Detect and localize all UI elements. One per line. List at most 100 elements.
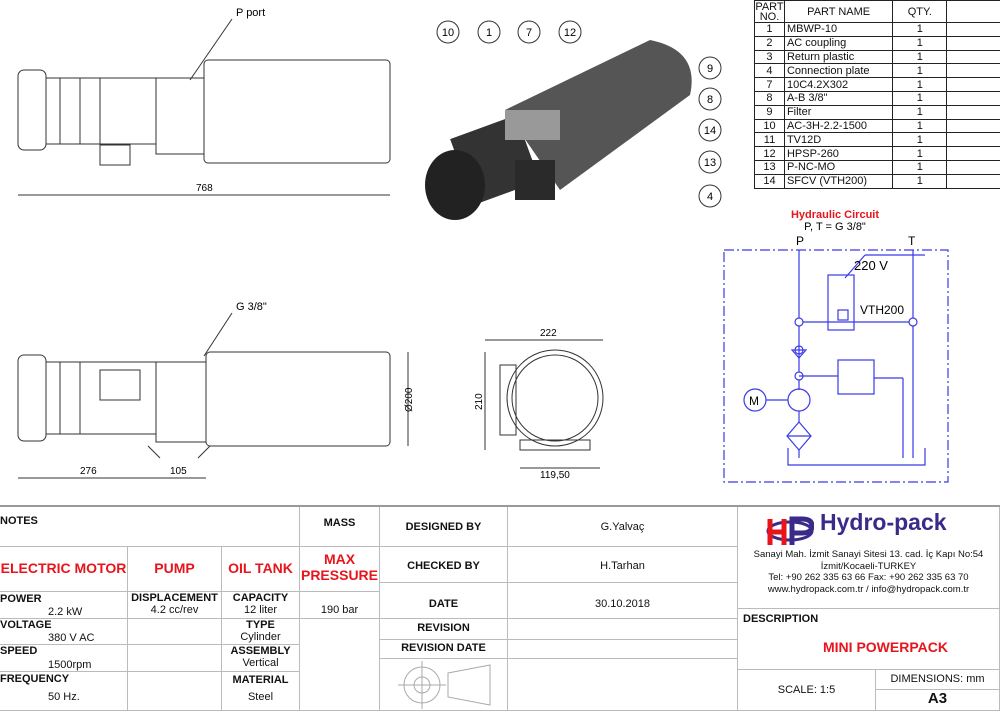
notes-label: NOTES — [0, 515, 38, 527]
material-value: Steel — [222, 689, 299, 706]
circuit-voltage: 220 V — [854, 258, 888, 273]
revision-label: REVISION — [380, 619, 508, 640]
circuit-title: Hydraulic Circuit — [791, 209, 879, 221]
company-address-1: Sanayi Mah. İzmit Sanayi Sitesi 13. cad.… — [738, 549, 999, 561]
scale-value: SCALE: 1:5 — [738, 670, 876, 711]
type-value: Cylinder — [222, 631, 299, 643]
part-qty: 1 — [893, 119, 947, 133]
part-qty: 1 — [893, 147, 947, 161]
part-qty: 1 — [893, 23, 947, 37]
sheet-size: A3 — [876, 690, 1000, 711]
part-blank — [947, 78, 1000, 92]
balloon-4: 4 — [707, 191, 713, 203]
part-no: 4 — [755, 64, 785, 78]
side-view-top — [18, 60, 390, 195]
part-blank — [947, 23, 1000, 37]
balloon-14: 14 — [704, 125, 716, 137]
part-no: 1 — [755, 23, 785, 37]
circuit-subtitle: P, T = G 3/8" — [804, 221, 866, 233]
title-block: NOTES MASS ELECTRIC MOTOR PUMP OIL TANK … — [0, 505, 1000, 709]
part-no: 12 — [755, 147, 785, 161]
part-name: AC coupling — [784, 36, 892, 50]
company-name: Hydro-pack — [820, 517, 947, 529]
pressure-value: 190 bar — [300, 592, 380, 619]
g38-label: G 3/8" — [236, 301, 267, 313]
balloon-12: 12 — [564, 27, 576, 39]
pressure-title-2: PRESSURE — [300, 567, 379, 583]
part-name: Return plastic — [784, 50, 892, 64]
capacity-label: CAPACITY — [222, 592, 299, 604]
balloon-1: 1 — [486, 27, 492, 39]
part-name: A-B 3/8" — [784, 91, 892, 105]
part-qty: 1 — [893, 91, 947, 105]
power-label: POWER — [0, 593, 42, 605]
assembly-value: Vertical — [222, 657, 299, 669]
part-blank — [947, 50, 1000, 64]
part-blank — [947, 105, 1000, 119]
date-label: DATE — [380, 583, 508, 619]
circuit-p: P — [796, 234, 804, 248]
voltage-value: 380 V AC — [48, 632, 94, 644]
pressure-title-1: MAX — [300, 551, 379, 567]
part-blank — [947, 119, 1000, 133]
part-name: TV12D — [784, 133, 892, 147]
part-qty: 1 — [893, 133, 947, 147]
projection-symbol-icon — [380, 659, 508, 711]
speed-label: SPEED — [0, 645, 37, 657]
designed-by-label: DESIGNED BY — [380, 507, 508, 547]
side-view-bottom — [18, 352, 408, 478]
hp-logo-icon — [766, 513, 814, 549]
part-blank — [947, 133, 1000, 147]
part-qty: 1 — [893, 105, 947, 119]
company-address-2: İzmit/Kocaeli-TURKEY — [738, 561, 999, 573]
designed-by-value: G.Yalvaç — [508, 507, 738, 547]
header-part-no: PART NO. — [755, 1, 785, 23]
part-blank — [947, 174, 1000, 188]
frequency-label: FREQUENCY — [0, 673, 69, 685]
p-port-leader — [190, 19, 232, 80]
part-name: 10C4.2X302 — [784, 78, 892, 92]
isometric-view — [425, 40, 692, 220]
part-no: 10 — [755, 119, 785, 133]
part-qty: 1 — [893, 174, 947, 188]
part-blank — [947, 147, 1000, 161]
date-value: 30.10.2018 — [508, 583, 738, 619]
front-view — [485, 340, 603, 468]
part-name: AC-3H-2.2-1500 — [784, 119, 892, 133]
frequency-value: 50 Hz. — [48, 691, 80, 703]
part-blank — [947, 36, 1000, 50]
drawing-views: P port 768 G 3/8" 276 105 Ø200 222 210 1… — [0, 0, 750, 505]
part-no: 9 — [755, 105, 785, 119]
motor-title: ELECTRIC MOTOR — [0, 547, 128, 592]
part-qty: 1 — [893, 50, 947, 64]
tank-title: OIL TANK — [222, 547, 300, 592]
revision-date-label: REVISION DATE — [380, 640, 508, 659]
part-blank — [947, 64, 1000, 78]
dim-210: 210 — [474, 393, 485, 410]
part-no: 8 — [755, 91, 785, 105]
balloon-13: 13 — [704, 157, 716, 169]
mass-label: MASS — [300, 517, 379, 529]
part-qty: 1 — [893, 36, 947, 50]
assembly-label: ASSEMBLY — [222, 645, 299, 657]
type-label: TYPE — [222, 619, 299, 631]
company-logo: Hydro-pack — [738, 507, 999, 549]
part-blank — [947, 91, 1000, 105]
dimensions-value: DIMENSIONS: mm — [876, 670, 1000, 690]
dim-119-50: 119,50 — [540, 470, 570, 481]
dim-d200: Ø200 — [404, 387, 415, 412]
part-no: 7 — [755, 78, 785, 92]
balloon-9: 9 — [707, 63, 713, 75]
company-web: www.hydropack.com.tr / info@hydropack.co… — [738, 584, 999, 596]
description-value: MINI POWERPACK — [823, 639, 948, 655]
part-name: P-NC-MO — [784, 160, 892, 174]
part-no: 3 — [755, 50, 785, 64]
